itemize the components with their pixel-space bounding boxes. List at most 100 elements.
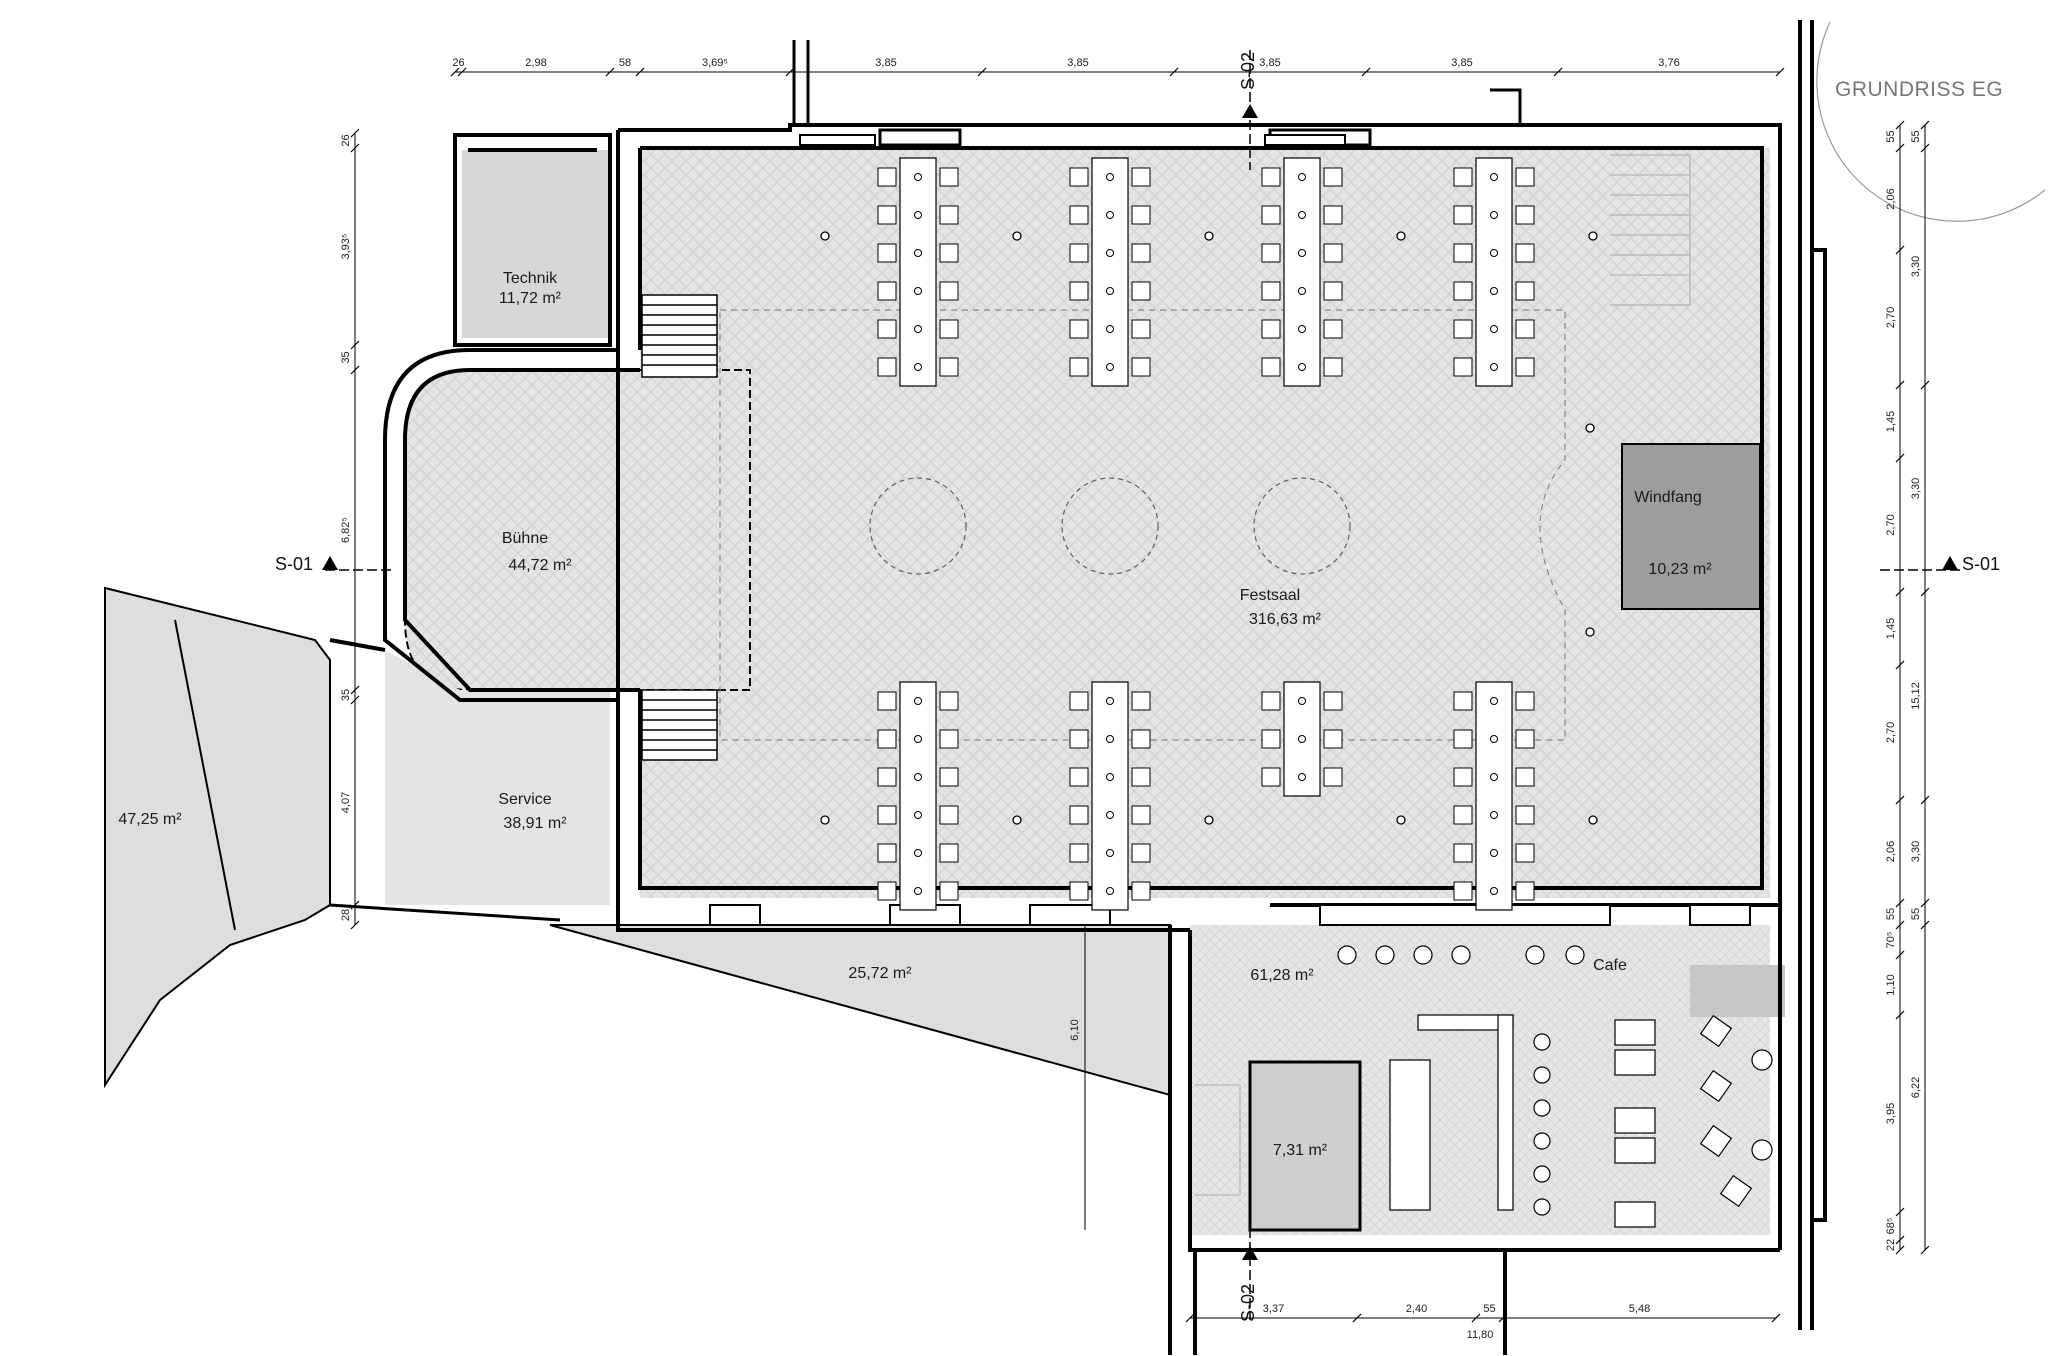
dimension-tick [1169,67,1179,77]
section-s02-top: S-02 [1238,52,1258,90]
dimension-tick [450,67,460,77]
dimension-tick [1920,1245,1930,1255]
dimension-label: 55 [1885,130,1897,142]
dimension-label: 26 [452,57,464,69]
dimension-label: 2,40 [1406,1303,1427,1315]
dimension-label: 35 [340,351,352,363]
dimension-label: 15,12 [1910,682,1922,710]
dimension-label: 55 [1910,908,1922,920]
dimension-tick [977,67,987,77]
dimension-tick [1895,143,1905,153]
dimension-label: 2,70 [1885,307,1897,328]
cafe-area: 61,28 m² [1250,967,1314,984]
dimension-tick [1471,1313,1481,1323]
dimension-label: 26 [340,134,352,146]
wall-notches [709,134,1751,926]
dimension-label: 3,76 [1658,57,1679,69]
dimension-tick [1361,67,1371,77]
dimension-label: 3,30 [1910,478,1922,499]
dimension-tick [1920,920,1930,930]
dimension-tick [1771,1313,1781,1323]
service-floor [385,650,610,905]
dimension-tick [1895,898,1905,908]
column-marker [1585,627,1595,637]
section-s01-right: S-01 [1962,554,2000,574]
service-area: 38,91 m² [503,815,567,832]
title-block: GRUNDRISS EG [1816,21,2046,222]
dimension-tick [1895,1207,1905,1217]
dimension-tick [1553,67,1563,77]
festsaal-area: 316,63 m² [1249,611,1322,628]
section-s01-left: S-01 [275,554,313,574]
dimension-label: 6,82⁵ [340,517,352,543]
buehne-name: Bühne [502,530,548,547]
dimension-tick [1895,660,1905,670]
column-marker [1396,231,1406,241]
dimension-label: 3,93⁵ [340,234,352,260]
dimension-label: 55 [1885,908,1897,920]
dimension-label: 3,30 [1910,256,1922,277]
banquet-tables [820,157,1598,911]
column-marker [820,231,830,241]
table-group [1453,157,1535,387]
dimension-tick [785,67,795,77]
technik-floor [462,150,612,338]
dimension-tick [1920,587,1930,597]
buehne-area: 44,72 m² [508,557,572,574]
round-tables [869,477,1351,575]
dimension-tick [1895,453,1905,463]
dimension-tick [1895,1245,1905,1255]
dimension-tick [1895,120,1905,130]
dimension-tick [350,695,360,705]
dimension-label: 55 [1910,130,1922,142]
windfang-name: Windfang [1634,489,1702,506]
dimension-label: 3,69⁵ [702,57,728,69]
outdoor-left-area: 47,25 m² [118,811,182,828]
dimension-tick [635,67,645,77]
plan-title: GRUNDRISS EG [1835,78,2003,101]
column-marker [1204,815,1214,825]
column-marker [1012,815,1022,825]
dimension-tick [457,67,467,77]
dimension-tick [350,340,360,350]
cafe-name: Cafe [1593,957,1627,974]
dimension-tick [350,143,360,153]
dimension-tick [350,685,360,695]
dimension-label: 3,85 [875,57,896,69]
column-marker [820,815,830,825]
dimension-tick [1920,120,1930,130]
dimension-tick [1895,380,1905,390]
stage-floor [404,369,751,691]
column-marker [1585,423,1595,433]
dimension-tick [350,365,360,375]
column-marker [1588,231,1598,241]
wc-floor [1248,1060,1362,1232]
dimension-tick [1895,245,1905,255]
dimension-label: 2,06 [1885,841,1897,862]
table-group [1069,157,1151,387]
column-marker [1012,231,1022,241]
dimension-label: 3,95 [1885,1103,1897,1124]
dimension-tick [1895,587,1905,597]
room-labels: Technik 11,72 m² Bühne 44,72 m² Festsaal… [118,270,1712,1159]
wc-area: 7,31 m² [1273,1142,1328,1159]
dimension-label: 3,37 [1263,1303,1284,1315]
dimension-total: 11,80 [1467,1329,1494,1341]
stage-outline [719,309,1566,741]
windfang-area: 10,23 m² [1648,561,1712,578]
table-group [877,157,959,387]
dimension-tick [350,920,360,930]
dimension-tick [1920,795,1930,805]
table-group [877,681,959,911]
section-markers: S-01 S-01 S-02 S-02 [275,50,2000,1322]
dimension-tick [1920,380,1930,390]
table-group [1453,681,1535,911]
section-s02-bottom: S-02 [1238,1284,1258,1322]
technik-area: 11,72 m² [499,290,562,307]
cafe-storage [1690,965,1785,1017]
dimension-label: 1,45 [1885,618,1897,639]
windfang-floor [1621,443,1761,610]
festsaal-name: Festsaal [1240,587,1300,604]
